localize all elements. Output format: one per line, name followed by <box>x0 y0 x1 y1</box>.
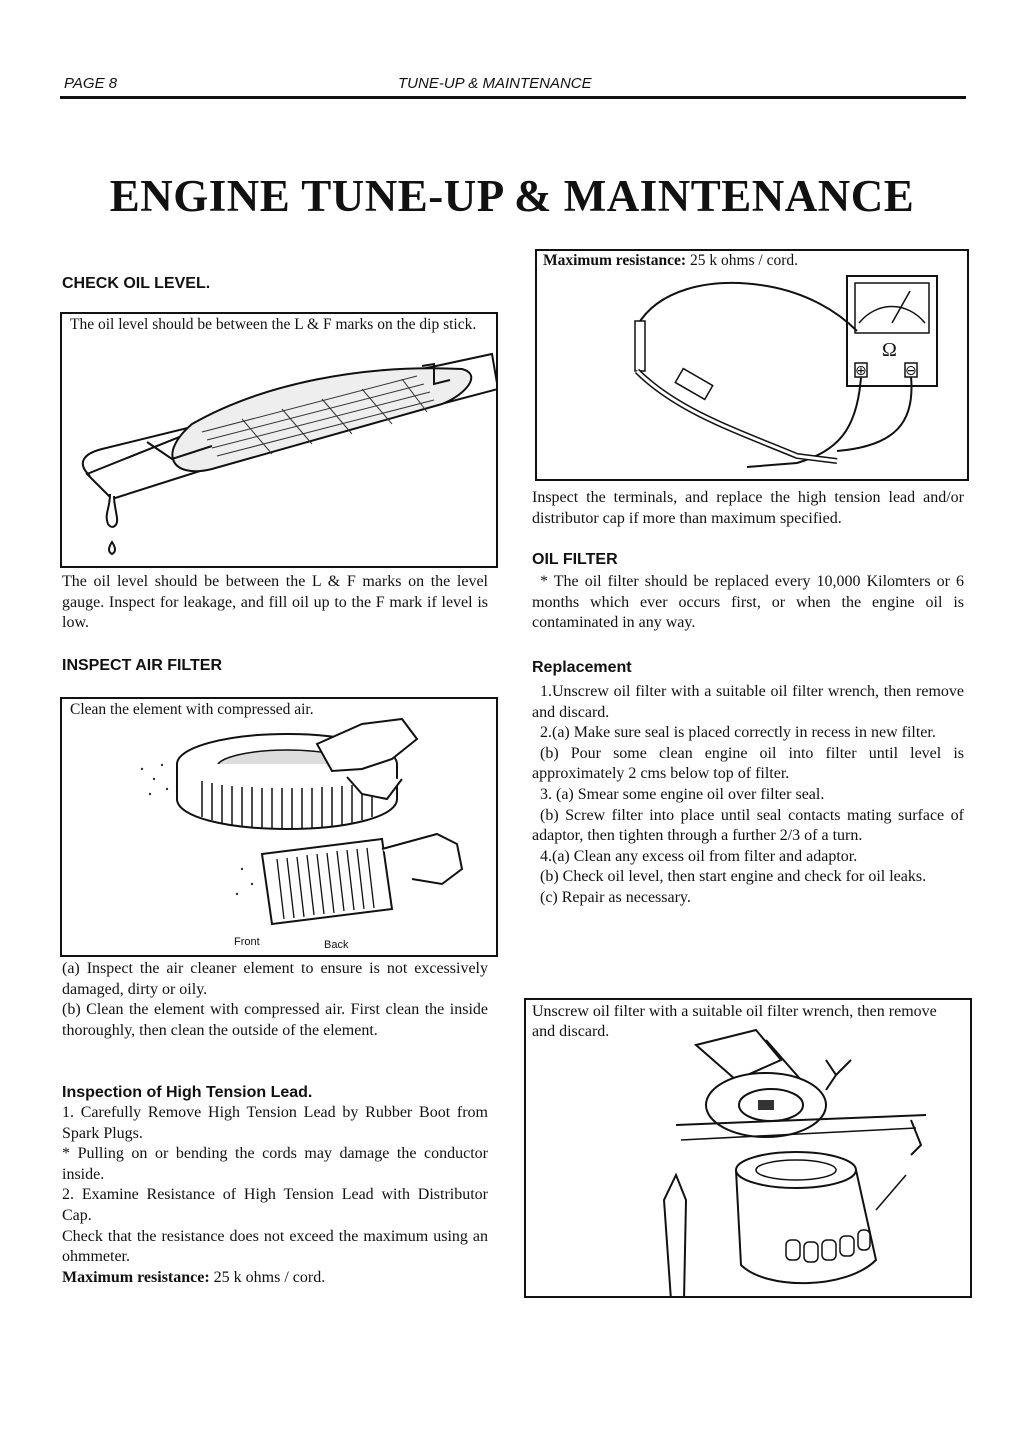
ht-lead-max: Maximum resistance: 25 k ohms / cord. <box>62 1268 488 1289</box>
dipstick-figure-caption: The oil level should be between the L & … <box>70 316 477 333</box>
replacement-steps: 1.Unscrew oil filter with a suitable oil… <box>532 682 964 909</box>
check-oil-level-heading: CHECK OIL LEVEL. <box>62 275 211 292</box>
replacement-step: (b) Screw filter into place until seal c… <box>532 806 964 845</box>
replacement-step: 3. (a) Smear some engine oil over filter… <box>540 785 825 803</box>
ohmmeter-illustration <box>634 275 938 468</box>
dipstick-figure: The oil level should be between the L & … <box>60 312 498 568</box>
ohm-symbol: Ω <box>882 339 897 361</box>
air-filter-figure-caption: Clean the element with compressed air. <box>70 701 314 718</box>
page-number: PAGE 8 <box>64 75 118 92</box>
running-header: TUNE-UP & MAINTENANCE <box>398 75 592 92</box>
air-filter-para-b: (b) Clean the element with compressed ai… <box>62 1001 488 1039</box>
dipstick-low-mark: L <box>162 434 163 435</box>
air-filter-illustration <box>140 717 464 926</box>
ht-lead-max-label: Maximum resistance: <box>62 1268 210 1286</box>
air-filter-figure: Clean the element with compressed air. <box>60 697 498 957</box>
air-filter-text: (a) Inspect the air cleaner element to e… <box>62 959 488 1041</box>
replacement-step: 2.(a) Make sure seal is placed correctly… <box>540 724 936 742</box>
replacement-step: 1.Unscrew oil filter with a suitable oil… <box>532 683 964 721</box>
ht-lead-heading: Inspection of High Tension Lead. <box>62 1084 313 1101</box>
ht-lead-step-2: 2. Examine Resistance of High Tension Le… <box>62 1186 488 1224</box>
air-filter-para-a: (a) Inspect the air cleaner element to e… <box>62 960 488 998</box>
oil-filter-illustration <box>662 1028 927 1296</box>
replacement-heading: Replacement <box>532 659 632 676</box>
inspect-air-filter-heading: INSPECT AIR FILTER <box>62 657 222 674</box>
oil-filter-heading: OIL FILTER <box>532 551 618 568</box>
ohmmeter-caption-value: 25 k ohms / cord. <box>689 252 798 269</box>
replacement-step: (c) Repair as necessary. <box>540 888 691 906</box>
air-filter-back-label: Back <box>324 939 349 951</box>
plus-terminal-label: ⊕ <box>855 363 867 379</box>
ohmmeter-text: Inspect the terminals, and replace the h… <box>532 489 964 527</box>
ohmmeter-figure-caption: Maximum resistance: 25 k ohms / cord. <box>543 252 798 270</box>
dipstick-illustration <box>81 352 496 556</box>
ht-lead-note: * Pulling on or bending the cords may da… <box>62 1145 488 1183</box>
ht-lead-step-1: 1. Carefully Remove High Tension Lead by… <box>62 1104 488 1142</box>
oil-filter-figure-caption: Unscrew oil filter with a suitable oil f… <box>532 1003 937 1040</box>
ht-lead-check: Check that the resistance does not excee… <box>62 1227 488 1266</box>
header-rule <box>60 96 966 99</box>
oil-filter-text: * The oil filter should be replaced ever… <box>532 573 964 632</box>
oil-filter-figure: Unscrew oil filter with a suitable oil f… <box>524 998 972 1298</box>
replacement-step: 4.(a) Clean any excess oil from filter a… <box>540 847 858 865</box>
oil-level-text: The oil level should be between the L & … <box>62 573 488 632</box>
replacement-step: (b) Check oil level, then start engine a… <box>540 868 927 886</box>
page-title: ENGINE TUNE-UP & MAINTENANCE <box>109 171 915 221</box>
ohmmeter-figure: Maximum resistance: 25 k ohms / cord. Ω … <box>535 249 969 481</box>
dipstick-full-mark: F <box>427 369 428 370</box>
replacement-step: (b) Pour some clean engine oil into filt… <box>532 744 964 783</box>
air-filter-front-label: Front <box>234 936 260 948</box>
ht-lead-text: 1. Carefully Remove High Tension Lead by… <box>62 1103 488 1288</box>
minus-terminal-label: ⊖ <box>905 363 917 379</box>
ht-lead-max-value: 25 k ohms / cord. <box>213 1268 326 1286</box>
ohmmeter-caption-label: Maximum resistance: <box>543 252 687 269</box>
